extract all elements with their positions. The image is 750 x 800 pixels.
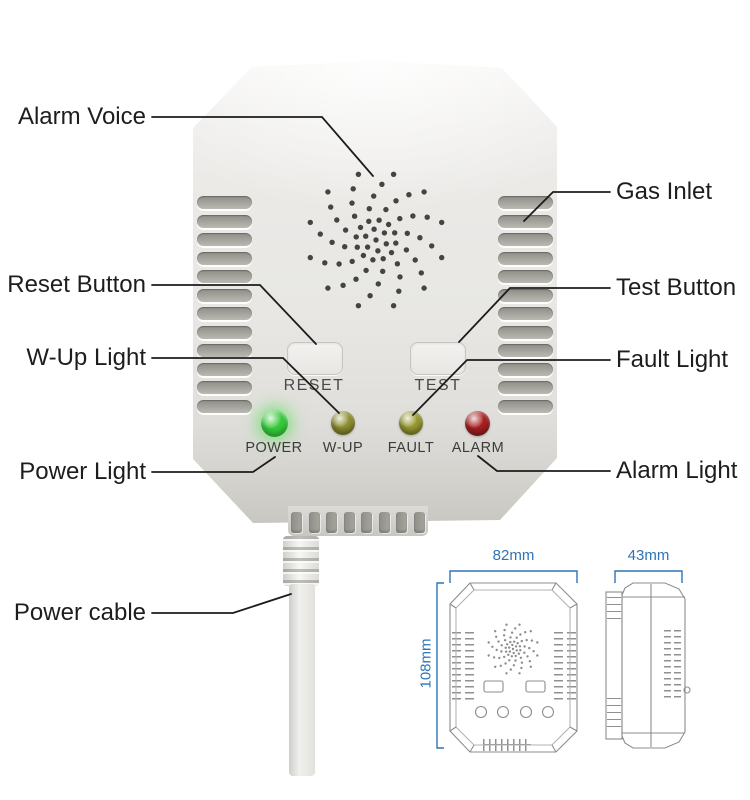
front-view-left-vent-hatch <box>452 632 474 704</box>
vent-slot <box>197 381 252 395</box>
depth-bracket <box>614 570 683 583</box>
vent-slot <box>197 270 252 284</box>
fault-led-label: FAULT <box>387 440 435 456</box>
bottom-slot <box>291 512 302 533</box>
bottom-slot <box>413 512 425 533</box>
front-view-led <box>496 705 510 719</box>
right-vent-grille <box>498 196 553 413</box>
height-dimension: 108mm <box>417 638 435 689</box>
callout-alarm-voice: Alarm Voice <box>17 103 146 130</box>
front-view-test-button <box>525 680 546 693</box>
bottom-slot <box>361 512 373 533</box>
cable-strain-relief <box>283 536 319 586</box>
wup-led-label: W-UP <box>322 440 364 456</box>
callout-power-cable: Power cable <box>13 599 146 626</box>
height-bracket <box>436 582 444 749</box>
vent-slot <box>498 270 553 284</box>
front-view-right-vent-hatch <box>554 632 576 704</box>
width-bracket <box>449 570 578 583</box>
power-led <box>261 410 288 437</box>
vent-slot <box>197 288 252 302</box>
side-depth-dimension: 43mm <box>627 547 670 564</box>
bottom-slot-row <box>291 512 425 533</box>
callout-wup-light: W-Up Light <box>26 344 146 371</box>
alarm-led-label: ALARM <box>451 440 505 456</box>
callout-gas-inlet: Gas Inlet <box>616 178 713 205</box>
vent-slot <box>197 233 252 247</box>
front-view-speaker-holes <box>487 623 539 675</box>
bottom-vent-section <box>288 506 428 536</box>
front-width-dimension: 82mm <box>492 547 535 564</box>
vent-slot <box>498 381 553 395</box>
reset-button <box>287 342 343 375</box>
vent-slot <box>498 196 553 209</box>
vent-slot <box>197 325 252 339</box>
vent-slot <box>498 399 553 413</box>
front-view-led <box>541 705 555 719</box>
alarm-led <box>465 411 490 436</box>
vent-slot <box>498 325 553 339</box>
front-view-led <box>474 705 488 719</box>
vent-slot <box>498 214 553 228</box>
test-button-label: TEST <box>414 377 462 394</box>
front-view-led <box>519 705 533 719</box>
wup-led <box>331 411 355 435</box>
power-led-label: POWER <box>245 440 303 456</box>
vent-slot <box>498 307 553 321</box>
reset-button-label: RESET <box>283 377 345 394</box>
vent-slot <box>498 251 553 265</box>
bottom-slot <box>378 512 390 533</box>
callout-fault-light: Fault Light <box>616 346 729 373</box>
fault-led <box>399 411 423 435</box>
callout-reset-button: Reset Button <box>7 271 146 298</box>
left-vent-grille <box>197 196 252 413</box>
bottom-slot <box>343 512 355 533</box>
bottom-slot <box>308 512 320 533</box>
front-view-bottom-slots <box>483 739 531 751</box>
vent-slot <box>197 307 252 321</box>
side-view-bracket-hatch-top <box>607 597 621 624</box>
vent-slot <box>498 233 553 247</box>
vent-slot <box>197 362 252 376</box>
vent-slot <box>197 344 252 358</box>
front-view-reset-button <box>483 680 504 693</box>
side-view-vent-hatch <box>664 630 681 701</box>
bottom-slot <box>396 512 408 533</box>
bottom-slot <box>326 512 338 533</box>
leader-power-cable <box>151 593 292 614</box>
vent-slot <box>197 399 252 413</box>
vent-slot <box>197 214 252 228</box>
vent-slot <box>498 344 553 358</box>
vent-slot <box>197 251 252 265</box>
vent-slot <box>498 362 553 376</box>
callout-test-button: Test Button <box>616 274 737 301</box>
vent-slot <box>197 196 252 209</box>
callout-alarm-light: Alarm Light <box>616 457 738 484</box>
vent-slot <box>498 288 553 302</box>
test-button <box>410 342 466 375</box>
side-view-bracket-hatch-bottom <box>607 698 621 731</box>
callout-power-light: Power Light <box>19 458 146 485</box>
power-cable <box>289 584 315 776</box>
